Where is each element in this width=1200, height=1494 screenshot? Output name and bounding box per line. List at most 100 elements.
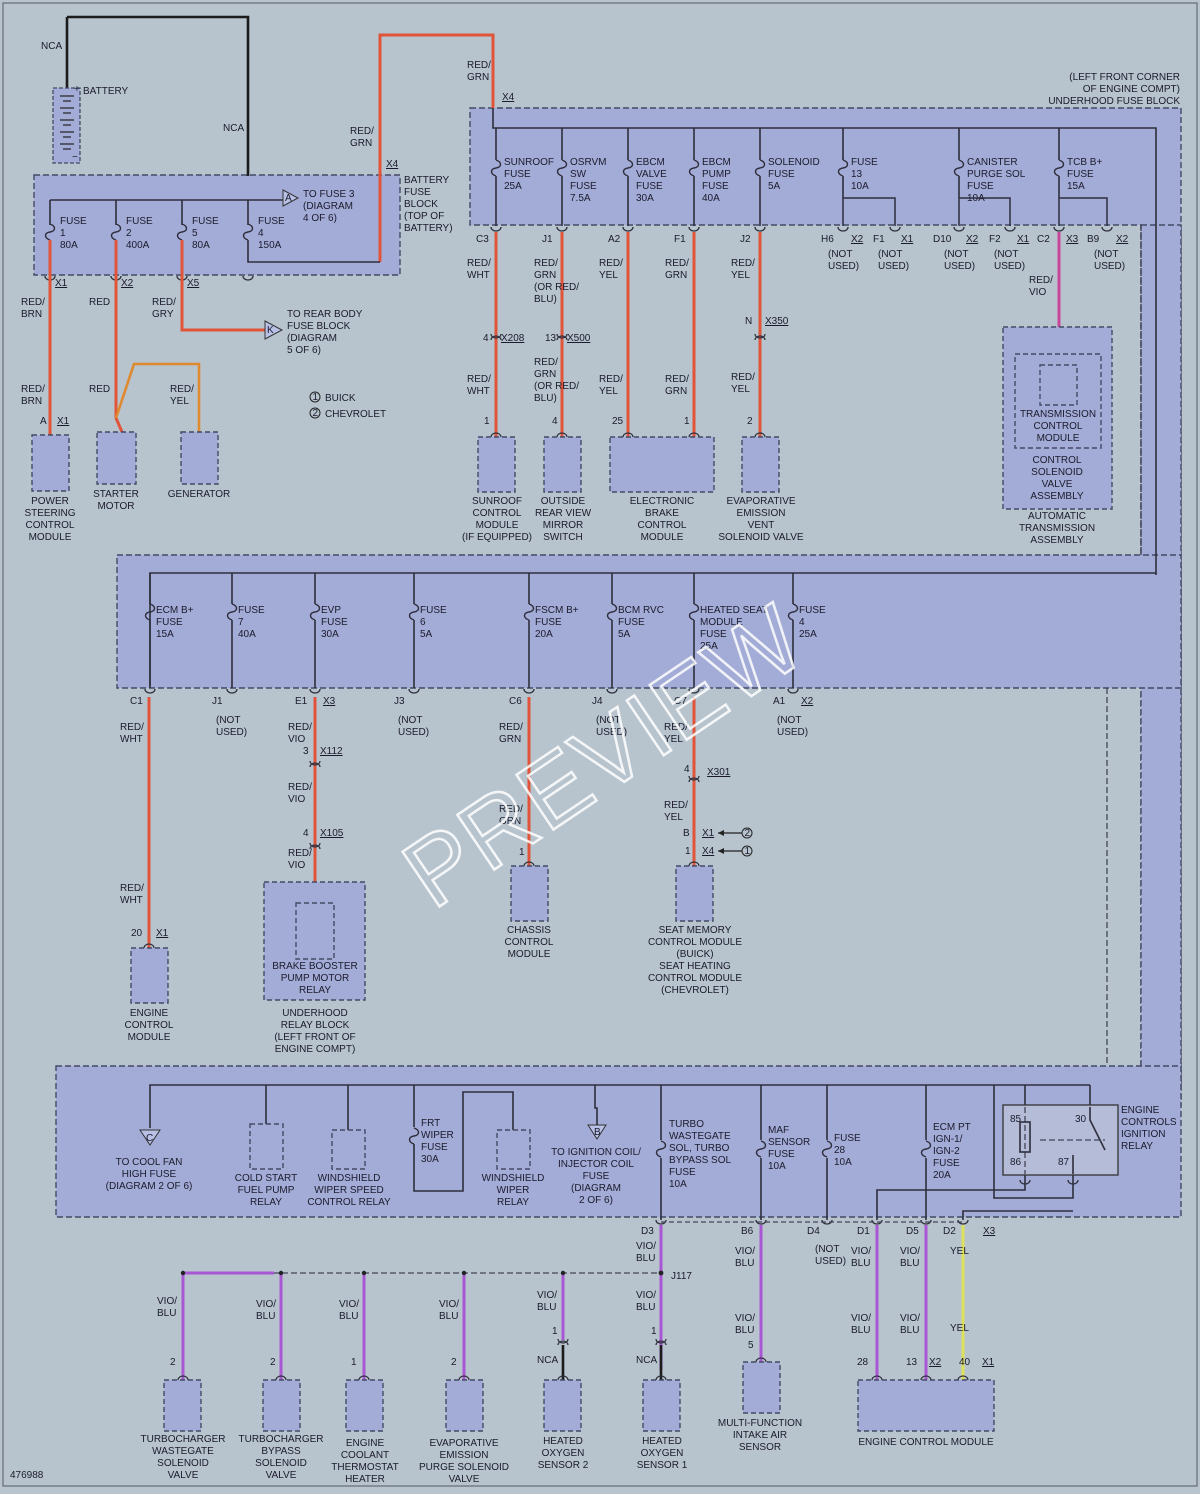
row3-pin-icon-0 (177, 1375, 189, 1381)
row1-fuse-4-icon (754, 159, 766, 177)
relay-term-87 (1067, 1179, 1079, 1185)
splice-j117: J117 (671, 1271, 692, 1282)
row2-fuse-2-terminal (309, 688, 321, 694)
row3-pin-9: 40 (959, 1357, 971, 1368)
sol-conn: X350 (765, 316, 789, 327)
flag-b-icon (587, 1124, 607, 1140)
battery-fuse-2-icon (110, 223, 122, 241)
sunroof-module (477, 436, 516, 493)
row3-pin-icon-2 (358, 1375, 370, 1381)
turbo-bypass-valve (262, 1379, 301, 1432)
ebcm-pump-wire-top: RED/GRN (665, 258, 689, 281)
fscm-wire-bot: RED/GRN (499, 804, 523, 827)
evap-purge-valve (445, 1379, 484, 1432)
engine-control-module-1 (130, 947, 169, 1004)
row1-fuse-0-terminal (490, 226, 502, 232)
ect-wire: VIO/BLU (339, 1299, 359, 1322)
row1-fuse-3-icon (688, 159, 700, 177)
sunroof-conn-pin: 4 (483, 333, 489, 344)
row3-term-pin-0: D3 (641, 1226, 654, 1237)
ecm-pt-fuse-icon (920, 1140, 932, 1158)
row2-fuse-0-icon (144, 603, 156, 621)
row3-pin-icon-8 (957, 1375, 969, 1381)
row3-pin-icon-3 (458, 1375, 470, 1381)
ecm-2-label: ENGINE CONTROL MODULE (858, 1437, 994, 1448)
ho2s2-wire: VIO/BLU (537, 1290, 557, 1313)
generator-label: GENERATOR (168, 489, 230, 500)
row1-term-0: C3 (476, 234, 489, 245)
row3-pin-icon-4 (557, 1375, 569, 1381)
row1-term-4: J2 (740, 234, 751, 245)
ho2s2-conn-icon (557, 1338, 569, 1346)
chassis-control-module (510, 865, 549, 922)
maf-wire-bot: VIO/BLU (735, 1313, 755, 1336)
wire-red-gry: RED/GRY (152, 297, 176, 320)
ebcm-pump-wire-bot: RED/GRN (665, 374, 689, 397)
osrvm-x500-icon (556, 333, 568, 341)
row1-fuse-7-icon (1053, 159, 1065, 177)
row1-unused-conn-1: X1 (901, 234, 914, 245)
conn-x2-bat: X2 (121, 278, 134, 289)
psc-pin: A (40, 416, 47, 427)
nca-ho2s2: NCA (537, 1355, 558, 1366)
row3-term-pin-5: D2 (943, 1226, 956, 1237)
sunroof-pin: 1 (484, 416, 490, 427)
tcb-wire: RED/VIO (1029, 275, 1053, 298)
coolant-thermostat-heater (345, 1379, 384, 1432)
row3-term-pin-4: D5 (906, 1226, 919, 1237)
row1-fuse-2-icon (622, 159, 634, 177)
fscm-wire-top: RED/GRN (499, 722, 523, 745)
sol-wire-bot: RED/YEL (731, 372, 755, 395)
row1-split-1 (958, 197, 1011, 226)
seat-x301-icon (688, 775, 700, 783)
row1-fuse-1-terminal (556, 226, 568, 232)
row3-pin-7: 28 (857, 1357, 869, 1368)
psc-conn: X1 (57, 416, 70, 427)
conn-x5-bat: X5 (187, 278, 200, 289)
ebcm-pump-pin: 1 (684, 416, 690, 427)
row3-term-0 (655, 1219, 667, 1225)
row1-fuse-3-terminal (688, 226, 700, 232)
maf-fuse-icon (755, 1140, 767, 1158)
b6-wire: VIO/BLU (735, 1246, 755, 1269)
flag-a-icon (282, 189, 300, 207)
row1-unused-pin-0: H6 (821, 234, 834, 245)
wire-red-1: RED (89, 297, 110, 308)
ebcm-valve-pin-icon (622, 432, 634, 438)
row1-fuse-6-icon (953, 159, 965, 177)
d5-wire-bot: VIO/BLU (900, 1313, 920, 1336)
row2-term-1: J1 (212, 696, 223, 707)
row3-pin-1: 2 (270, 1357, 276, 1368)
row2-fuse-5-terminal (606, 688, 618, 694)
splice-dot-0 (180, 1270, 186, 1276)
row1-fuse-4-terminal (754, 226, 766, 232)
row2-fuse-4-icon (523, 603, 535, 621)
wire-red-yel-gen: RED/YEL (170, 384, 194, 407)
row3-term-4 (920, 1219, 932, 1225)
conn-x4-left: X4 (386, 159, 399, 170)
wiper-speed-relay (331, 1129, 366, 1170)
row2-term-7: A1 (773, 696, 786, 707)
osrvm-wire-top: RED/GRN(OR RED/BLU) (534, 258, 579, 305)
